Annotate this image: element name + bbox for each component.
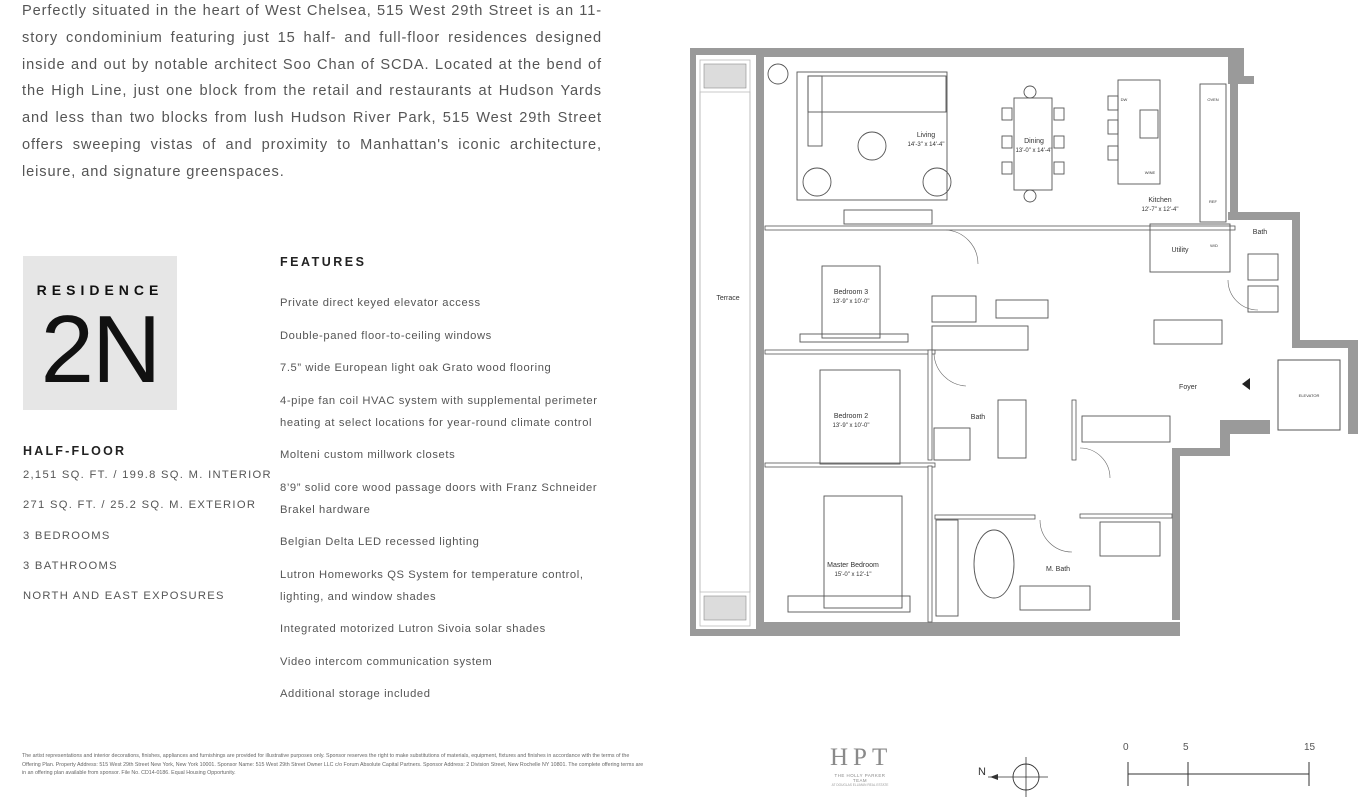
- summary-item: 271 SQ. FT. / 25.2 SQ. M. EXTERIOR: [23, 499, 257, 512]
- feature-item: Double-paned floor-to-ceiling windows: [280, 329, 492, 342]
- label-foyer: Foyer: [1179, 384, 1198, 391]
- features-heading: FEATURES: [280, 255, 367, 269]
- feature-item: 8’9” solid core wood passage doors with …: [280, 481, 598, 516]
- terrace-deck: [699, 59, 751, 627]
- residence-unit: 2N: [40, 296, 162, 403]
- label-elevator: ELEVATOR: [1299, 393, 1320, 398]
- label-bedroom3: Bedroom 3: [834, 289, 868, 296]
- scale-label-0: 0: [1123, 742, 1129, 753]
- compass-label: N: [978, 766, 986, 778]
- label-mbath: M. Bath: [1046, 566, 1070, 573]
- hpt-logo: HPT THE HOLLY PARKER TEAM AT DOUGLAS ELL…: [830, 744, 893, 788]
- summary-heading: HALF-FLOOR: [23, 444, 127, 458]
- feature-item: Molteni custom millwork closets: [280, 449, 456, 461]
- feature-item: Video intercom communication system: [280, 655, 493, 668]
- legal-disclaimer: The artist representations and interior …: [22, 753, 644, 777]
- label-bedroom2-dim: 13'-9" x 10'-0": [833, 423, 870, 429]
- label-bath-1: Bath: [1253, 229, 1268, 236]
- label-ref: REF: [1209, 199, 1218, 204]
- label-dw: DW: [1121, 97, 1128, 102]
- label-terrace: Terrace: [716, 295, 739, 302]
- label-utility: Utility: [1171, 247, 1189, 254]
- label-kitchen-dim: 12'-7" x 12'-4": [1142, 207, 1179, 213]
- summary-item: NORTH AND EAST EXPOSURES: [23, 590, 225, 603]
- terrace-planters: [703, 63, 747, 621]
- label-master: Master Bedroom: [827, 562, 879, 569]
- summary-item: 2,151 SQ. FT. / 199.8 SQ. M. INTERIOR: [23, 469, 272, 481]
- residence-label: RESIDENCE: [36, 282, 164, 298]
- logo-mark: HPT: [830, 744, 893, 771]
- feature-item: 4-pipe fan coil HVAC system with supplem…: [280, 394, 598, 429]
- label-living: Living: [917, 132, 935, 139]
- intro-paragraph: Perfectly situated in the heart of West …: [22, 3, 602, 180]
- label-kitchen: Kitchen: [1148, 197, 1171, 204]
- feature-item: 7.5” wide European light oak Grato wood …: [280, 362, 552, 374]
- label-wine: WINE: [1145, 170, 1156, 175]
- floor-plan: Terrace Living 14'-3" x 14'-4" Dining 13…: [690, 48, 1358, 636]
- entry-arrow: [1242, 378, 1250, 390]
- summary-item: 3 BATHROOMS: [23, 559, 118, 572]
- logo-line1: THE HOLLY PARKER TEAM: [834, 773, 886, 783]
- label-bedroom3-dim: 13'-9" x 10'-0": [833, 299, 870, 305]
- residence-badge: RESIDENCE 2N: [23, 256, 177, 410]
- scale-label-15: 15: [1304, 742, 1316, 753]
- interior-walls: [764, 225, 1236, 623]
- elevator-box: [1277, 359, 1341, 431]
- summary-item: 3 BEDROOMS: [23, 529, 111, 542]
- feature-item: Integrated motorized Lutron Sivoia solar…: [280, 623, 546, 635]
- label-dining-dim: 13'-0" x 14'-4": [1016, 148, 1053, 154]
- features-list: FEATURES Private direct keyed elevator a…: [280, 255, 610, 716]
- exterior-walls: [690, 48, 1358, 636]
- label-master-dim: 15'-0" x 12'-1": [835, 572, 872, 578]
- logo-line2: AT DOUGLAS ELLIMAN REAL ESTATE: [831, 783, 889, 787]
- feature-item: Lutron Homeworks QS System for temperatu…: [280, 568, 584, 603]
- compass-icon: [988, 757, 1048, 797]
- plan-labels: Terrace Living 14'-3" x 14'-4" Dining 13…: [716, 97, 1319, 578]
- scale-label-5: 5: [1183, 742, 1189, 753]
- feature-item: Additional storage included: [280, 688, 431, 700]
- label-living-dim: 14'-3" x 14'-4": [908, 142, 945, 148]
- label-oven: OVEN: [1207, 97, 1218, 102]
- door-swings: [933, 229, 1259, 553]
- unit-summary: HALF-FLOOR 2,151 SQ. FT. / 199.8 SQ. M. …: [23, 444, 272, 618]
- scale-bar: 0 5 15: [1120, 742, 1320, 792]
- feature-item: Belgian Delta LED recessed lighting: [280, 536, 480, 548]
- label-bedroom2: Bedroom 2: [834, 413, 868, 420]
- label-dining: Dining: [1024, 138, 1044, 145]
- label-bath-2: Bath: [971, 414, 986, 421]
- scale-ruler: [1127, 762, 1310, 786]
- furniture: [767, 63, 1279, 617]
- feature-item: Private direct keyed elevator access: [280, 297, 481, 309]
- label-wd: W/D: [1210, 243, 1218, 248]
